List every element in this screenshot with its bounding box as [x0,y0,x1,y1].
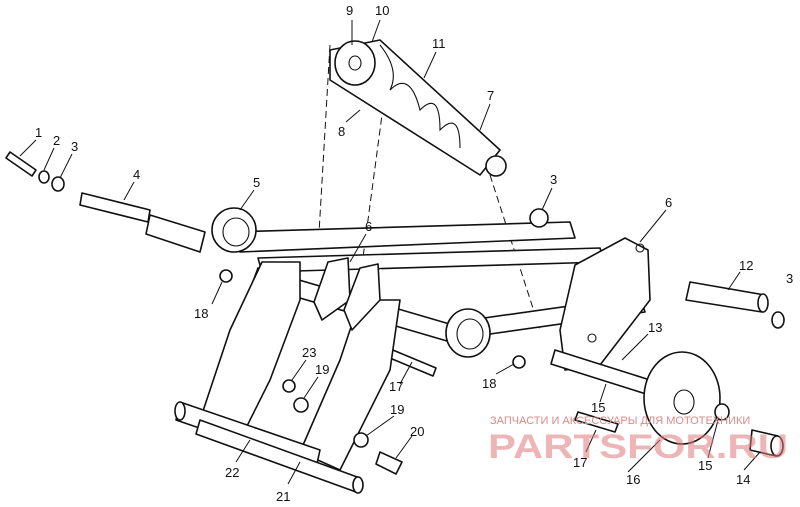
callout-13: 13 [648,320,662,335]
pivot-sleeve-inner [222,217,250,247]
bracket-hole [635,243,645,253]
callout-16: 16 [626,472,640,487]
shock-eye-9 [334,40,376,86]
spring-11 [379,44,461,149]
callout-22: 22 [225,465,239,480]
washer-3-mid [529,208,549,228]
pivot-sleeve-5 [211,207,257,253]
callout-3-mid: 3 [550,172,557,187]
nut-18-right [512,355,526,369]
wheel-16 [643,351,721,445]
shock-eye-hole [348,55,362,71]
callout-19-low: 19 [390,402,404,417]
leader-lines [19,19,761,485]
washer-3-left [51,176,65,192]
cross-tube [257,247,605,273]
callout-18-right: 18 [482,376,496,391]
callout-1: 1 [35,125,42,140]
cross-tube [229,221,576,253]
callout-23: 23 [302,345,316,360]
callout-7: 7 [487,88,494,103]
spacer-14-end [770,435,784,457]
callout-19-top: 19 [315,362,329,377]
right-bracket [559,237,651,371]
callout-12: 12 [739,258,753,273]
assembly-guide-line [361,84,387,266]
watermark: ЗАПЧАСТИ И АКСЕССУАРЫ ДЛЯ МОТОТЕХНИКИ PA… [488,415,788,466]
callout-6-left: 6 [365,219,372,234]
washer-2 [38,170,50,184]
callout-15-low: 15 [698,458,712,473]
callout-9: 9 [346,3,353,18]
washer-3-right [771,311,785,329]
pivot-sleeve-mid-inner [456,318,484,350]
bolt-20 [375,451,403,475]
bracket-6 [313,257,351,321]
left-arm-plate [199,261,301,441]
callout-18-left: 18 [194,306,208,321]
callout-4: 4 [133,167,140,182]
bracket-6 [343,263,381,331]
shock-lower-eye [485,155,507,177]
bolt-17-right [574,411,619,433]
rod-end [352,476,364,494]
bracket-hole [587,333,597,343]
washer-15 [714,403,730,421]
callout-21: 21 [276,489,290,504]
shaft-4 [79,192,151,223]
callout-3-left: 3 [71,139,78,154]
callout-15-top: 15 [591,400,605,415]
callout-10: 10 [375,3,389,18]
shaft-4b [145,214,206,253]
callout-8: 8 [338,124,345,139]
assembly-guide-line [317,44,331,251]
watermark-logo: PARTSFOR.RU [488,428,788,466]
callout-2: 2 [53,133,60,148]
callout-20: 20 [410,424,424,439]
wheel-hub [673,389,695,415]
callout-3-right: 3 [786,271,793,286]
right-shaft [685,281,766,313]
nut-23 [282,379,296,393]
washer-19-top [293,397,309,413]
callout-17-right: 17 [573,455,587,470]
callout-6-right: 6 [665,195,672,210]
nut-18-left [219,269,233,283]
shaft-end [757,293,769,313]
callout-17-left: 17 [389,379,403,394]
watermark-tagline: ЗАПЧАСТИ И АКСЕССУАРЫ ДЛЯ МОТОТЕХНИКИ [490,415,750,427]
washer-19-low [353,432,369,448]
bar-end [174,401,186,421]
callout-labels: 9 10 11 7 8 1 2 3 4 5 6 3 6 12 3 18 23 1… [35,3,793,504]
callout-5: 5 [253,175,260,190]
callout-11: 11 [432,36,446,51]
callout-14: 14 [736,472,750,487]
bolt-1 [5,151,37,177]
